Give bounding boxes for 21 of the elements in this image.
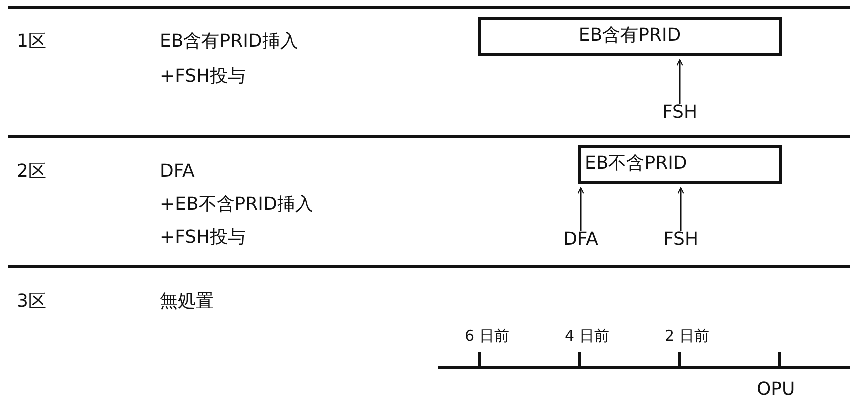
- treatment-period-box: EB不含PRID: [578, 145, 782, 184]
- treatment-text: +FSH投与: [160, 227, 246, 249]
- treatment-period-box: EB含有PRID: [478, 17, 782, 56]
- arrow: [676, 59, 684, 104]
- tick-label: 4 日前: [565, 326, 610, 347]
- treatment-label: DFA: [564, 229, 598, 251]
- group-label: 2区: [17, 161, 46, 183]
- arrow: [578, 187, 584, 231]
- tick-label: OPU: [757, 379, 796, 401]
- treatment-label: FSH: [664, 229, 698, 251]
- treatment-text: EB含有PRID挿入: [160, 31, 298, 53]
- tick-label: 2 日前: [665, 326, 710, 347]
- arrow: [678, 187, 684, 231]
- treatment-text: 無処置: [160, 291, 214, 313]
- group-label: 1区: [17, 31, 46, 53]
- treatment-label: FSH: [662, 102, 698, 124]
- treatment-text: +FSH投与: [160, 66, 246, 88]
- tick-label: 6 日前: [465, 326, 510, 347]
- treatment-text: +EB不含PRID挿入: [160, 194, 314, 216]
- treatment-text: DFA: [160, 161, 195, 183]
- group-label: 3区: [17, 291, 46, 313]
